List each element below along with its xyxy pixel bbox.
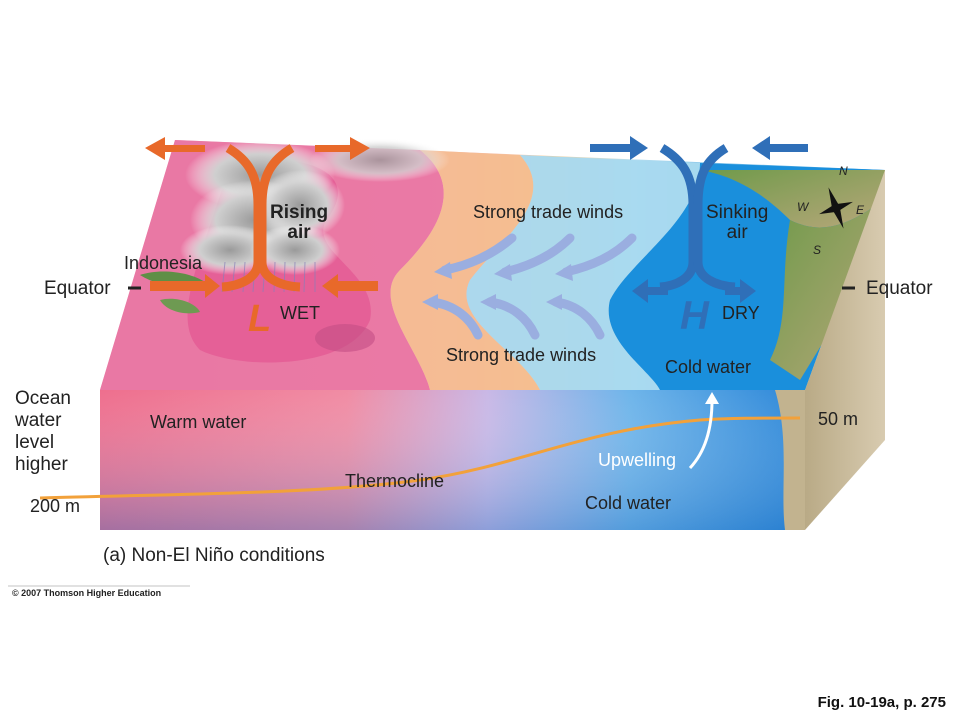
strong-trade-winds-bottom-label: Strong trade winds xyxy=(446,345,597,365)
cold-water-surface-label: Cold water xyxy=(665,357,752,377)
dry-label: DRY xyxy=(722,303,760,323)
warm-water-label: Warm water xyxy=(150,412,247,432)
cool-band xyxy=(466,155,700,390)
convergence-arrows xyxy=(145,137,378,298)
thermocline-label: Thermocline xyxy=(345,471,445,491)
copyright: © 2007 Thomson Higher Education xyxy=(12,588,162,598)
compass-w: W xyxy=(797,200,809,214)
strong-trade-winds-top-label: Strong trade winds xyxy=(473,202,624,222)
south-america-coast xyxy=(770,200,885,380)
land-cross-section xyxy=(775,390,805,530)
depth-50-label: 50 m xyxy=(818,409,859,429)
trade-wind-arrowheads-top xyxy=(434,262,573,281)
trade-wind-arrowheads-bottom xyxy=(422,294,562,310)
sinking-air-circulation xyxy=(659,144,736,292)
compass-e: E xyxy=(856,203,865,217)
warm-pool-spot xyxy=(315,324,375,352)
equator-left-label: Equator xyxy=(44,278,111,299)
upwelling-label: Upwelling xyxy=(598,450,677,470)
wet-label: WET xyxy=(280,303,320,323)
cold-water-deep-label: Cold water xyxy=(585,493,672,513)
trade-wind-arrows-top xyxy=(440,233,637,277)
rising-air-label: Rising air xyxy=(270,202,329,243)
low-pressure-symbol: L xyxy=(248,298,272,340)
thermocline-line xyxy=(39,416,801,500)
caption: (a) Non-El Niño conditions xyxy=(103,545,325,566)
divergence-arrows xyxy=(590,136,808,303)
figure-reference: Fig. 10-19a, p. 275 xyxy=(817,694,946,711)
compass-s: S xyxy=(813,243,822,257)
high-pressure-symbol: H xyxy=(680,294,709,338)
upwelling-arrow xyxy=(688,392,719,470)
rising-air-circulation xyxy=(221,144,301,292)
ocean-level-label: Ocean water level higher xyxy=(15,388,71,475)
equator-right-label: Equator xyxy=(866,278,933,299)
indonesia-label: Indonesia xyxy=(124,253,203,273)
sinking-air-label: Sinking air xyxy=(706,202,769,243)
compass-rose xyxy=(819,187,853,229)
compass-n: N xyxy=(839,164,848,178)
depth-200-label: 200 m xyxy=(30,496,81,516)
transition-band xyxy=(390,150,540,390)
continent-cliff xyxy=(805,170,885,530)
